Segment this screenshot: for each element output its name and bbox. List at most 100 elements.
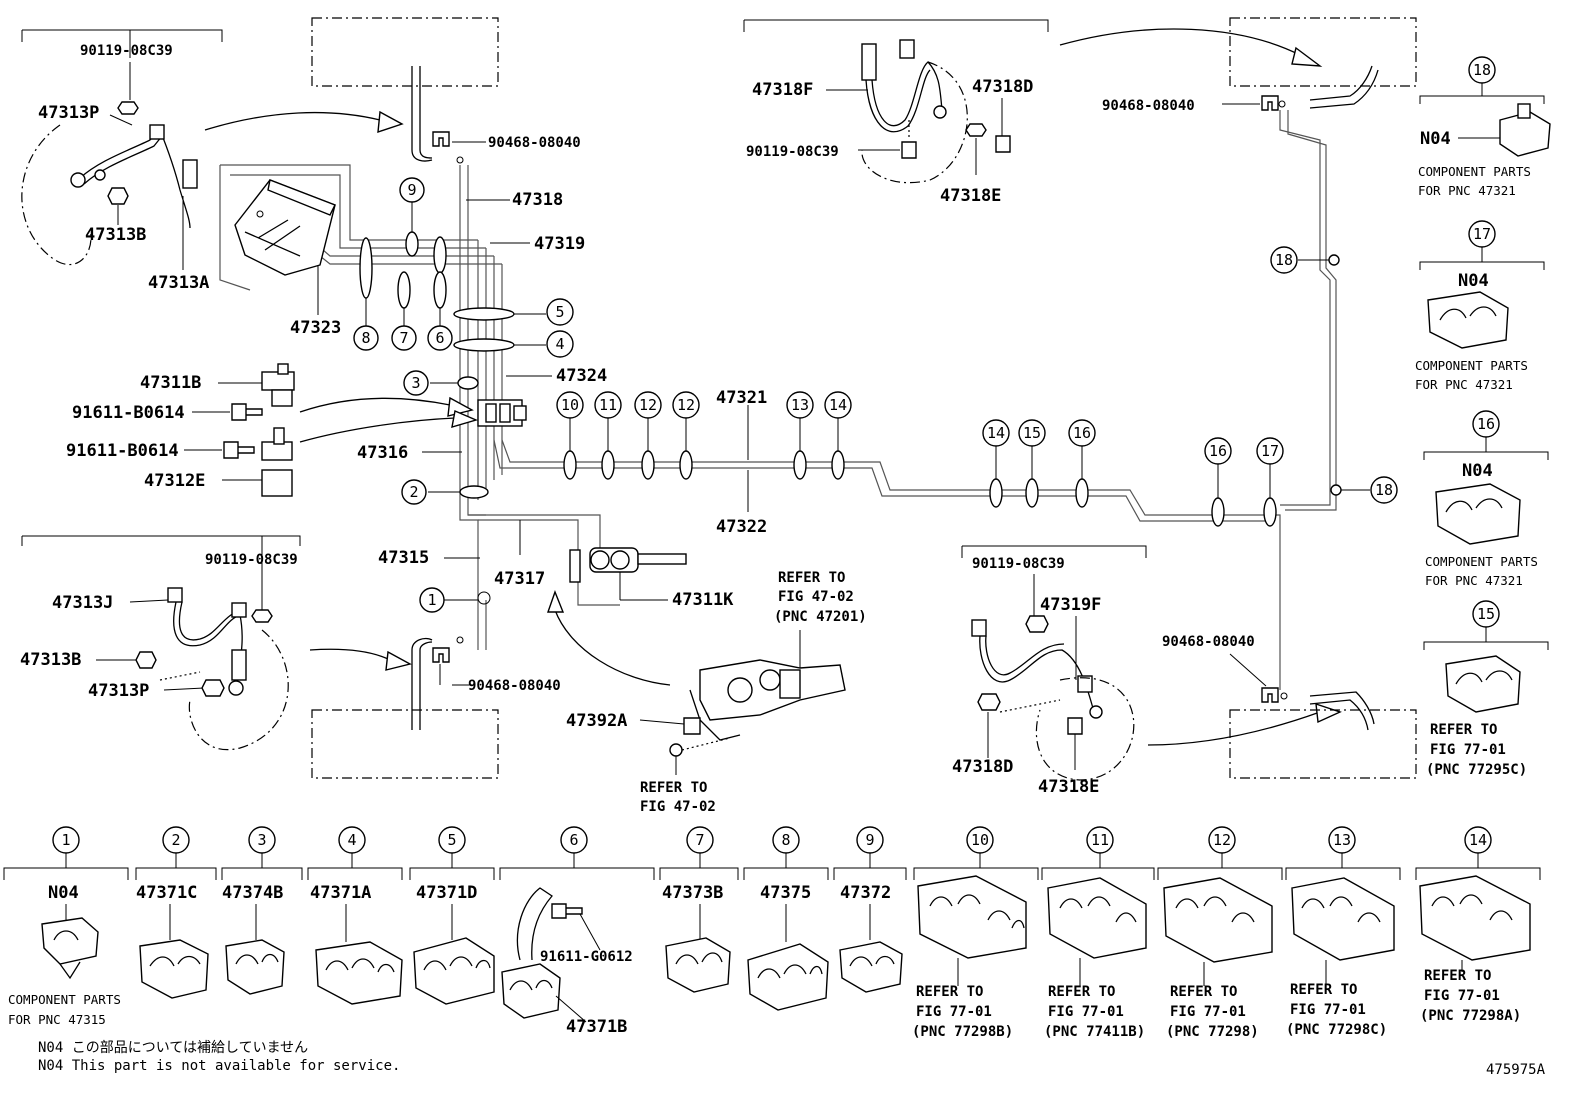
callout-18a: 18: [1275, 251, 1293, 269]
abs-actuator-47323: 47323: [234, 179, 341, 338]
right-callout-17: 17: [1473, 225, 1491, 243]
label-47319F: 47319F: [1040, 595, 1101, 615]
front-right-hose-group: 47318F 90119-08C39 47318D 47318E: [743, 19, 1323, 206]
label-91611-B0614-b: 91611-B0614: [66, 441, 179, 461]
label-47318D-b: 47318D: [952, 757, 1013, 777]
label-47321: 47321: [716, 388, 767, 408]
bottom-callout-11: 11: [1091, 831, 1109, 849]
right-callout-18: 18: [1473, 61, 1491, 79]
label-47318E-a: 47318E: [940, 186, 1001, 206]
bottom-note-1b: FOR PNC 47315: [8, 1012, 106, 1027]
right-callout-16: 16: [1477, 415, 1495, 433]
callout-5: 5: [555, 303, 564, 321]
note-16-1: COMPONENT PARTS: [1425, 554, 1538, 569]
refer-bracket-2: FIG 47-02: [640, 799, 716, 815]
label-47371B: 47371B: [566, 1017, 627, 1037]
label-47322: 47322: [716, 517, 767, 537]
top-right-wheel-box: 90468-08040: [1102, 17, 1417, 114]
label-90468-08040-b: 90468-08040: [468, 678, 561, 694]
master-cylinder-group: 47311K REFER TO FIG 47-02 (PNC 47201) 47…: [547, 547, 867, 815]
label-91611-B0614-a: 91611-B0614: [72, 403, 185, 423]
label-90468-08040-d: 90468-08040: [1162, 634, 1255, 650]
note-17-1: COMPONENT PARTS: [1415, 358, 1528, 373]
right-callout-15: 15: [1477, 605, 1495, 623]
note-18-2: FOR PNC 47321: [1418, 183, 1516, 198]
callout-10: 10: [561, 396, 579, 414]
label-90119-08C39-b: 90119-08C39: [205, 552, 298, 568]
bottom-refer-10b: FIG 77-01: [916, 1004, 992, 1020]
rear-right-hose-group: 90119-08C39 47319F 47318D 47318E: [952, 545, 1342, 797]
front-left-hose-group: 90119-08C39 47313P 47313B 47313A: [21, 29, 404, 293]
bottom-callout-12: 12: [1213, 831, 1231, 849]
label-47315: 47315: [378, 548, 429, 568]
n04-18: N04: [1420, 129, 1451, 149]
label-47311K: 47311K: [672, 590, 734, 610]
long-line-callouts: 10 11 12 12 13 14 14 15 16 16 17 47321 4…: [556, 246, 1398, 537]
callout-12b: 12: [677, 396, 695, 414]
n04-16: N04: [1462, 461, 1493, 481]
label-90119-08C39-c: 90119-08C39: [746, 144, 839, 160]
bottom-refer-13b: FIG 77-01: [1290, 1002, 1366, 1018]
callout-14b: 14: [987, 424, 1005, 442]
callout-16: 16: [1073, 424, 1091, 442]
callout-13: 13: [791, 396, 809, 414]
refer-master-1: REFER TO: [778, 570, 845, 586]
rear-left-hose-group: 90119-08C39 47313J 47313B 47313P: [20, 535, 412, 751]
bottom-callout-1: 1: [61, 831, 70, 849]
bottom-callout-6: 6: [569, 831, 578, 849]
bottom-note-1a: COMPONENT PARTS: [8, 992, 121, 1007]
callout-17: 17: [1261, 442, 1279, 460]
bottom-part-3: 47374B: [222, 883, 283, 903]
label-47318: 47318: [512, 190, 563, 210]
bottom-callout-10: 10: [971, 831, 989, 849]
bottom-refer-12b: FIG 77-01: [1170, 1004, 1246, 1020]
bottom-part-7: 47373B: [662, 883, 723, 903]
clamp-group-left: 47311B 91611-B0614 91611-B0614 47312E: [66, 363, 479, 497]
note-18-1: COMPONENT PARTS: [1418, 164, 1531, 179]
bottom-refer-12c: (PNC 77298): [1166, 1024, 1259, 1040]
callout-7: 7: [399, 329, 408, 347]
label-47313P-a: 47313P: [38, 103, 99, 123]
bundle-callouts: 9 8 7 6 5 4 3 2 1: [353, 177, 574, 613]
bottom-part-4: 47371A: [310, 883, 371, 903]
note-16-2: FOR PNC 47321: [1425, 573, 1523, 588]
label-47311B: 47311B: [140, 373, 201, 393]
bottom-callout-14: 14: [1469, 831, 1487, 849]
callout-2: 2: [409, 483, 418, 501]
label-47313B-a: 47313B: [85, 225, 146, 245]
callout-18b: 18: [1375, 481, 1393, 499]
bottom-refer-11c: (PNC 77411B): [1044, 1024, 1145, 1040]
bottom-row: 1 N04 COMPONENT PARTS FOR PNC 47315 2 47…: [3, 826, 1541, 1040]
bottom-wheel-box: 90468-08040: [311, 636, 561, 779]
bottom-refer-10c: (PNC 77298B): [912, 1024, 1013, 1040]
label-90119-08C39-d: 90119-08C39: [972, 556, 1065, 572]
label-47318E-b: 47318E: [1038, 777, 1099, 797]
callout-11: 11: [599, 396, 617, 414]
bottom-callout-4: 4: [347, 831, 356, 849]
callout-9: 9: [407, 181, 416, 199]
bottom-callout-8: 8: [781, 831, 790, 849]
callout-3: 3: [411, 374, 420, 392]
refer-bracket-1: REFER TO: [640, 780, 707, 796]
note-jp: N04 この部品については補給していません: [38, 1040, 308, 1056]
refer-15-3: (PNC 77295C): [1426, 762, 1527, 778]
note-17-2: FOR PNC 47321: [1415, 377, 1513, 392]
bottom-refer-11b: FIG 77-01: [1048, 1004, 1124, 1020]
refer-15-2: FIG 77-01: [1430, 742, 1506, 758]
label-90119-08C39-a: 90119-08C39: [80, 43, 173, 59]
bottom-part-5: 47371D: [416, 883, 477, 903]
refer-master-2: FIG 47-02: [778, 589, 854, 605]
bottom-refer-14c: (PNC 77298A): [1420, 1008, 1521, 1024]
bottom-part-1: N04: [48, 883, 79, 903]
top-wheel-box: 90468-08040: [311, 17, 581, 164]
bottom-refer-14b: FIG 77-01: [1424, 988, 1500, 1004]
refer-15-1: REFER TO: [1430, 722, 1497, 738]
callout-8: 8: [361, 329, 370, 347]
label-47324: 47324: [556, 366, 607, 386]
label-90468-08040-c: 90468-08040: [1102, 98, 1195, 114]
bottom-refer-13c: (PNC 77298C): [1286, 1022, 1387, 1038]
bottom-refer-11a: REFER TO: [1048, 984, 1115, 1000]
callout-6: 6: [435, 329, 444, 347]
bottom-refer-13a: REFER TO: [1290, 982, 1357, 998]
